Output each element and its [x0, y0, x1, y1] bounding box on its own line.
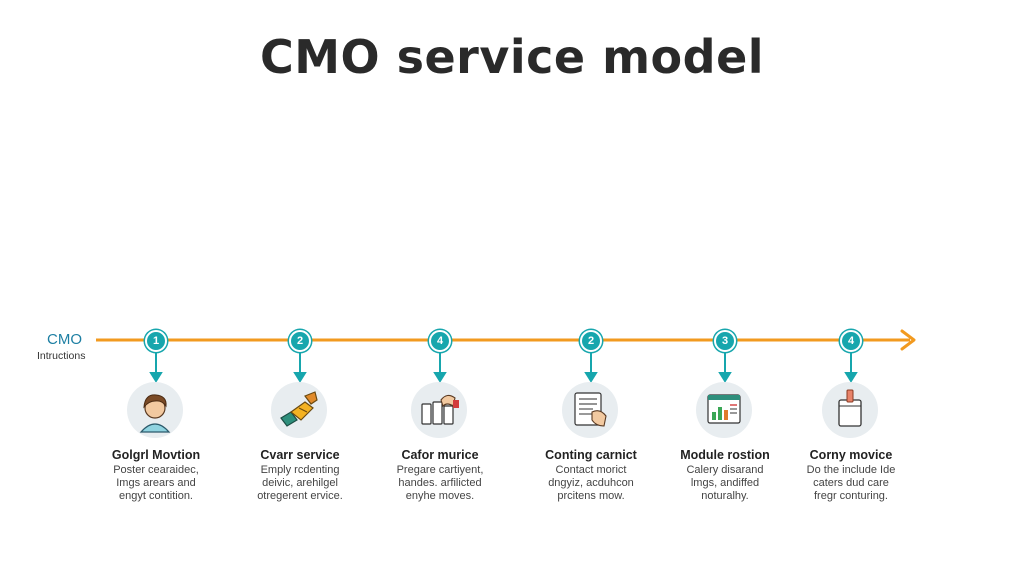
- step-title: Cvarr service: [260, 448, 340, 462]
- package-bag-icon: [822, 382, 878, 438]
- timeline-start-sublabel: Intructions: [37, 350, 86, 362]
- step-description-line: fregr conturing.: [814, 490, 888, 502]
- step-description-line: prcitens mow.: [557, 490, 625, 502]
- step-1: 1 Golgrl Movtion Poster cearaidec, Imgs …: [81, 320, 231, 520]
- step-number-badge: 3: [714, 330, 736, 352]
- step-description-line: deivic, arehilgel: [262, 477, 338, 489]
- step-description-line: dngyiz, acduhcon: [548, 477, 634, 489]
- step-description-line: lmgs, andiffed: [690, 477, 760, 489]
- step-title: Corny movice: [809, 448, 893, 462]
- hands-bottles-icon: [411, 382, 467, 438]
- timeline-arrowhead-icon: [900, 329, 916, 351]
- handshake-icon: [271, 382, 327, 438]
- step-title: Module rostion: [680, 448, 770, 462]
- step-title: Golgrl Movtion: [111, 448, 201, 462]
- person-avatar-icon: [127, 382, 183, 438]
- step-4: 2 Conting carnict Contact morict dngyiz,…: [516, 320, 666, 520]
- step-description-line: handes. arfilicted: [398, 477, 482, 489]
- document-hand-icon: [562, 382, 618, 438]
- step-number-badge: 1: [145, 330, 167, 352]
- step-6: 4 Corny movice Do the include Ide caters…: [776, 320, 926, 520]
- step-description-line: caters dud care: [813, 477, 889, 489]
- step-5: 3 Module rostion Calery disarand lmgs, a…: [650, 320, 800, 520]
- timeline-start-label: CMO: [47, 331, 82, 348]
- report-chart-icon: [696, 382, 752, 438]
- step-number-badge: 4: [429, 330, 451, 352]
- step-description-line: Poster cearaidec,: [113, 464, 199, 476]
- step-description-line: Calery disarand: [686, 464, 764, 476]
- step-number-badge: 2: [580, 330, 602, 352]
- step-description-line: engyt contition.: [119, 490, 193, 502]
- step-description-line: Pregare cartiyent,: [396, 464, 484, 476]
- step-3: 4 Cafor murice Pregare cartiyent, handes…: [365, 320, 515, 520]
- step-2: 2 Cvarr service Emply rcdenting deivic, …: [225, 320, 375, 520]
- step-description-line: Imgs arears and: [116, 477, 196, 489]
- page-title: CMO service model: [259, 30, 765, 84]
- step-number-badge: 2: [289, 330, 311, 352]
- step-description-line: Do the include Ide: [806, 464, 896, 476]
- step-description-line: Emply rcdenting: [260, 464, 340, 476]
- step-title: Cafor murice: [401, 448, 479, 462]
- step-description-line: Contact morict: [555, 464, 627, 476]
- step-description-line: enyhe moves.: [405, 490, 475, 502]
- step-description-line: otregerent ervice.: [257, 490, 343, 502]
- step-number-badge: 4: [840, 330, 862, 352]
- step-description-line: noturalhy.: [701, 490, 749, 502]
- step-title: Conting carnict: [545, 448, 637, 462]
